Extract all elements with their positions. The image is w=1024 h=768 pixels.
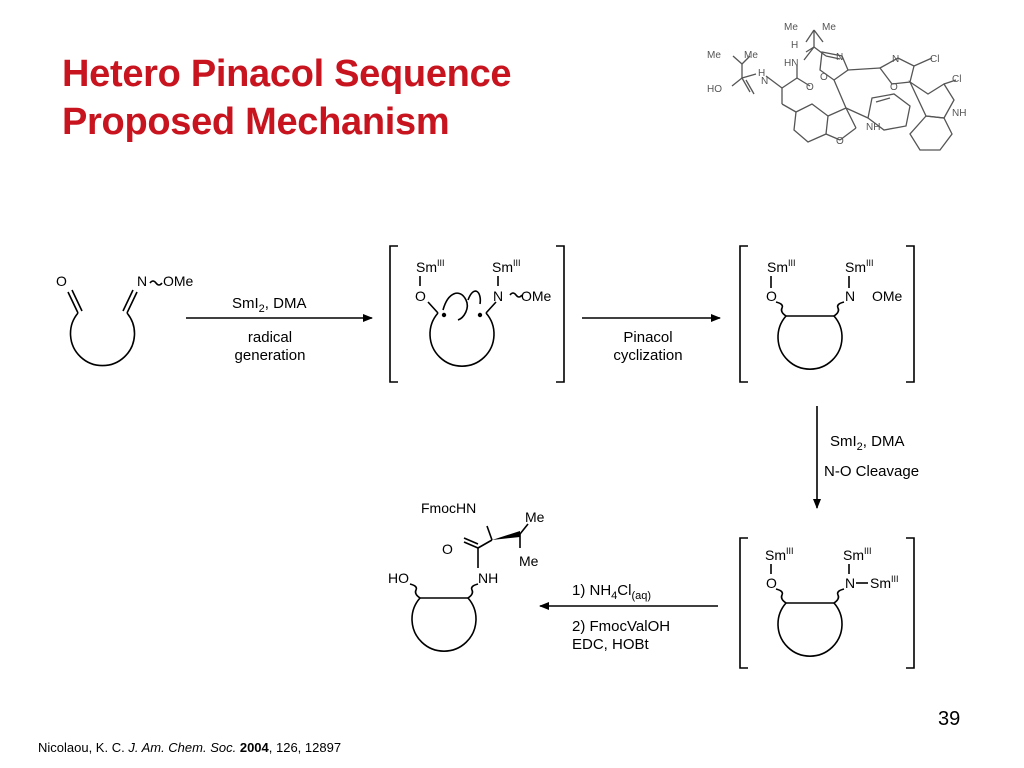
step4-line-2: 2) FmocValOH xyxy=(572,618,670,635)
target-n-1: N xyxy=(761,76,768,87)
target-structure xyxy=(731,29,957,151)
structure-samarium-amide xyxy=(739,537,915,669)
step4-line-1: 1) NH4Cl(aq) xyxy=(572,582,651,602)
structure-final-amide xyxy=(409,523,529,652)
target-h-2: H xyxy=(758,68,765,79)
target-n-2: N xyxy=(836,52,843,63)
structure-pinacol-product xyxy=(739,245,915,383)
step1-line-3: generation xyxy=(235,347,306,364)
step3-line-2: N-O Cleavage xyxy=(824,463,919,480)
s5-ho: HO xyxy=(388,570,409,586)
s4-sm-2: SmIII xyxy=(843,546,872,563)
s4-sm-1: SmIII xyxy=(765,546,794,563)
page-number: 39 xyxy=(938,708,961,730)
s4-sm-3: SmIII xyxy=(870,574,899,591)
s3-ome: OMe xyxy=(872,288,903,304)
s5-o: O xyxy=(442,541,453,557)
title-line-1: Hetero Pinacol Sequence xyxy=(62,53,512,95)
s4-n: N xyxy=(845,575,855,591)
s1-ome: OMe xyxy=(163,273,194,289)
citation: Nicolaou, K. C. J. Am. Chem. Soc. 2004, … xyxy=(38,740,341,755)
s2-o: O xyxy=(415,288,426,304)
step4-line-3: EDC, HOBt xyxy=(572,636,650,653)
s2-sm-1: SmIII xyxy=(416,258,445,275)
target-cl-1: Cl xyxy=(930,54,939,65)
target-h-1: H xyxy=(791,40,798,51)
slide-title: Hetero Pinacol Sequence Proposed Mechani… xyxy=(62,50,512,146)
citation-rest: , 126, 12897 xyxy=(268,740,342,755)
step2-line-2: cyclization xyxy=(613,347,682,364)
radical-dot-1 xyxy=(441,312,447,318)
target-o-1: O xyxy=(806,82,814,93)
s1-n: N xyxy=(137,273,147,289)
target-cl-2: Cl xyxy=(952,74,961,85)
target-hn-1: HN xyxy=(784,58,798,69)
title-line-2: Proposed Mechanism xyxy=(62,101,450,143)
s5-nh: NH xyxy=(478,570,498,586)
step3-reagent: SmI2, DMA xyxy=(830,433,904,453)
target-ho: HO xyxy=(707,84,722,95)
radical-dot-2 xyxy=(477,312,483,318)
citation-journal: J. Am. Chem. Soc. xyxy=(128,740,237,755)
target-o-2: O xyxy=(820,72,828,83)
step1-line-2: radical xyxy=(248,329,292,346)
target-me-1: Me xyxy=(784,22,798,33)
target-me-4: Me xyxy=(744,50,758,61)
step1-reagent: SmI2, DMA xyxy=(232,295,306,315)
s4-o: O xyxy=(766,575,777,591)
s5-me-1: Me xyxy=(525,509,545,525)
target-me-2: Me xyxy=(822,22,836,33)
s3-o: O xyxy=(766,288,777,304)
target-me-3: Me xyxy=(707,50,721,61)
s3-n: N xyxy=(845,288,855,304)
wedge-bond xyxy=(492,531,520,540)
s1-o: O xyxy=(56,273,67,289)
target-labels: Me Me H HN Me Me H N HO O N O N O Cl Cl … xyxy=(707,22,966,147)
target-nh-1: NH xyxy=(952,108,966,119)
s5-fmochn: FmocHN xyxy=(421,500,476,516)
structure-radical-intermediate xyxy=(389,245,565,383)
s5-me-2: Me xyxy=(519,553,539,569)
s2-n: N xyxy=(493,288,503,304)
step2-line-1: Pinacol xyxy=(623,329,672,346)
s2-sm-2: SmIII xyxy=(492,258,521,275)
target-nh-2: NH xyxy=(866,122,880,133)
structure-ketoxime xyxy=(67,280,163,367)
citation-year: 2004 xyxy=(239,740,269,755)
target-o-3: O xyxy=(890,82,898,93)
target-n-3: N xyxy=(892,54,899,65)
citation-authors: Nicolaou, K. C. xyxy=(38,740,129,755)
s3-sm-2: SmIII xyxy=(845,258,874,275)
s3-sm-1: SmIII xyxy=(767,258,796,275)
s2-ome: OMe xyxy=(521,288,552,304)
target-o-4: O xyxy=(836,136,844,147)
